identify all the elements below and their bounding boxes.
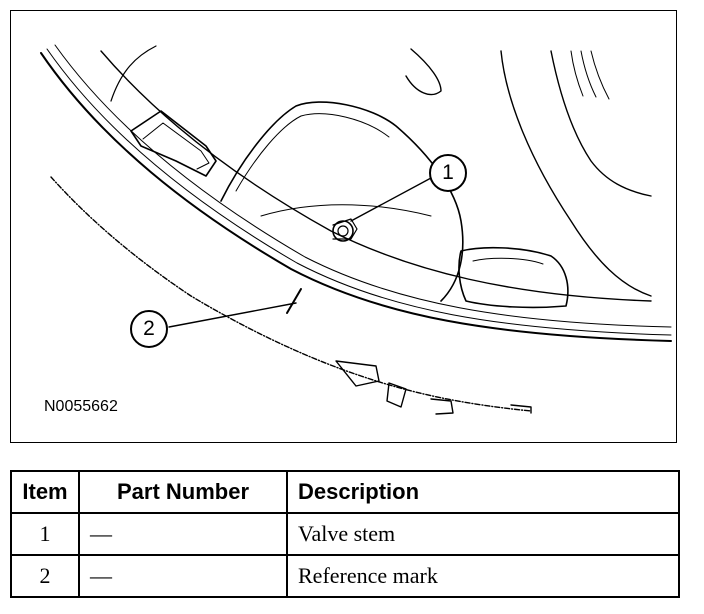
callout-2: 2 (130, 310, 168, 348)
row-part-number: — (78, 512, 288, 556)
row-part-number: — (78, 554, 288, 598)
row-item: 2 (10, 554, 80, 598)
header-item: Item (10, 470, 80, 514)
wheel-illustration (40, 44, 672, 415)
header-description: Description (286, 470, 680, 514)
figure-id: N0055662 (44, 398, 118, 415)
table-row: 2 — Reference mark (10, 554, 680, 598)
illustration-frame: 1 2 N0055662 (10, 10, 677, 443)
header-part-number: Part Number (78, 470, 288, 514)
row-description: Reference mark (286, 554, 680, 598)
table-row: 1 — Valve stem (10, 512, 680, 556)
table-header-row: Item Part Number Description (10, 470, 680, 514)
callout-1: 1 (429, 154, 467, 192)
row-item: 1 (10, 512, 80, 556)
parts-table: Item Part Number Description 1 — Valve s… (10, 470, 680, 598)
row-description: Valve stem (286, 512, 680, 556)
